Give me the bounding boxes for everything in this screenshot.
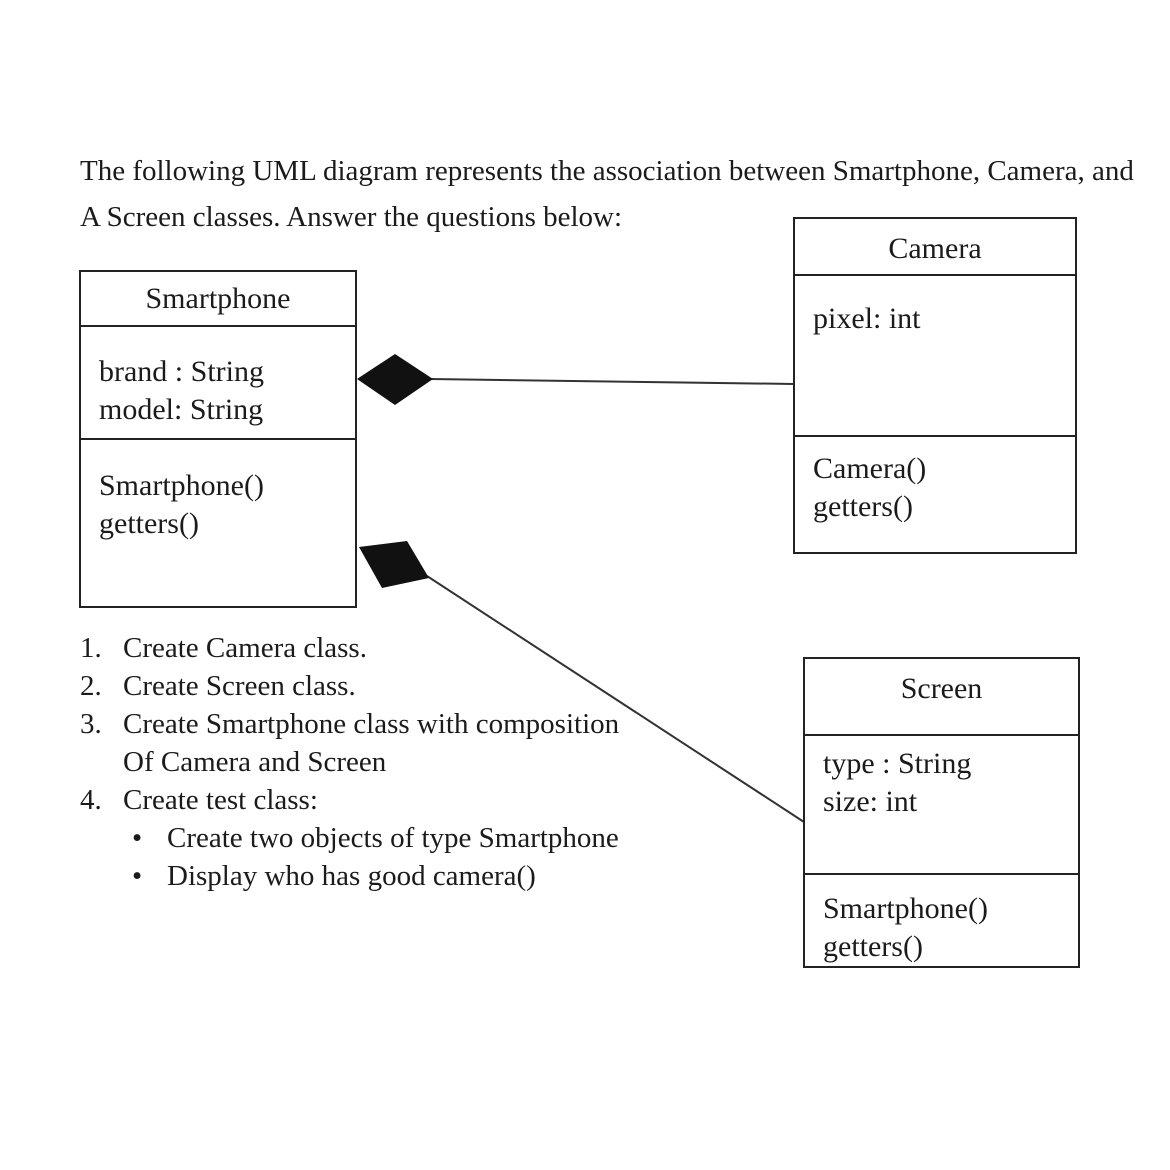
task-number: 4.: [80, 784, 102, 816]
bullet-icon: •: [132, 822, 143, 854]
composition-line-smartphone-camera: [429, 378, 795, 385]
task-text: Create Screen class.: [123, 670, 356, 702]
uml-attribute: size: int: [823, 785, 918, 818]
uml-class-smartphone: Smartphone brand : String model: String …: [79, 270, 357, 608]
task-text: Create Camera class.: [123, 632, 367, 664]
task-number: 1.: [80, 632, 102, 664]
task-item-2: 2. Create Screen class.: [80, 667, 720, 705]
uml-attribute: model: String: [99, 393, 264, 426]
task-bullet-1: • Create two objects of type Smartphone: [132, 819, 720, 857]
task-number: 3.: [80, 708, 102, 740]
composition-diamond-camera: [357, 354, 433, 405]
uml-class-camera: Camera pixel: int Camera() getters(): [793, 217, 1077, 554]
uml-attributes-section: pixel: int: [795, 276, 1075, 437]
task-text: Display who has good camera(): [167, 860, 536, 892]
intro-paragraph: The following UML diagram represents the…: [80, 148, 1134, 240]
uml-attribute: brand : String: [99, 355, 264, 388]
uml-methods-section: Smartphone() getters(): [81, 440, 355, 543]
uml-method: getters(): [823, 930, 923, 963]
task-text: Create two objects of type Smartphone: [167, 822, 619, 854]
task-text: Create test class:: [123, 784, 318, 816]
uml-method: getters(): [99, 507, 199, 540]
uml-class-screen: Screen type : String size: int Smartphon…: [803, 657, 1080, 968]
intro-line-2: A Screen classes. Answer the questions b…: [80, 201, 623, 233]
uml-methods-section: Smartphone() getters(): [805, 875, 1078, 966]
uml-class-title: Screen: [805, 659, 1078, 736]
uml-attributes-section: brand : String model: String: [81, 327, 355, 440]
task-number: [80, 743, 123, 781]
task-item-3-continued: Of Camera and Screen: [80, 743, 720, 781]
uml-attribute: pixel: int: [813, 302, 921, 335]
uml-method: Smartphone(): [823, 892, 988, 925]
bullet-icon: •: [132, 860, 143, 892]
intro-line-1: The following UML diagram represents the…: [80, 155, 1134, 187]
uml-attributes-section: type : String size: int: [805, 736, 1078, 875]
uml-class-title: Camera: [795, 219, 1075, 276]
task-item-4: 4. Create test class:: [80, 781, 720, 819]
uml-method: Smartphone(): [99, 469, 264, 502]
composition-diamond-screen: [359, 541, 429, 588]
uml-method: Camera(): [813, 452, 927, 485]
task-bullet-2: • Display who has good camera(): [132, 857, 720, 895]
task-text: Create Smartphone class with composition: [123, 708, 620, 740]
uml-method: getters(): [813, 490, 913, 523]
task-item-1: 1. Create Camera class.: [80, 629, 720, 667]
task-list: 1. Create Camera class. 2. Create Screen…: [80, 629, 720, 895]
uml-attribute: type : String: [823, 747, 972, 780]
task-number: 2.: [80, 670, 102, 702]
uml-methods-section: Camera() getters(): [795, 437, 1075, 526]
task-item-3: 3. Create Smartphone class with composit…: [80, 705, 720, 743]
task-text: Of Camera and Screen: [123, 746, 387, 778]
uml-class-title: Smartphone: [81, 272, 355, 327]
